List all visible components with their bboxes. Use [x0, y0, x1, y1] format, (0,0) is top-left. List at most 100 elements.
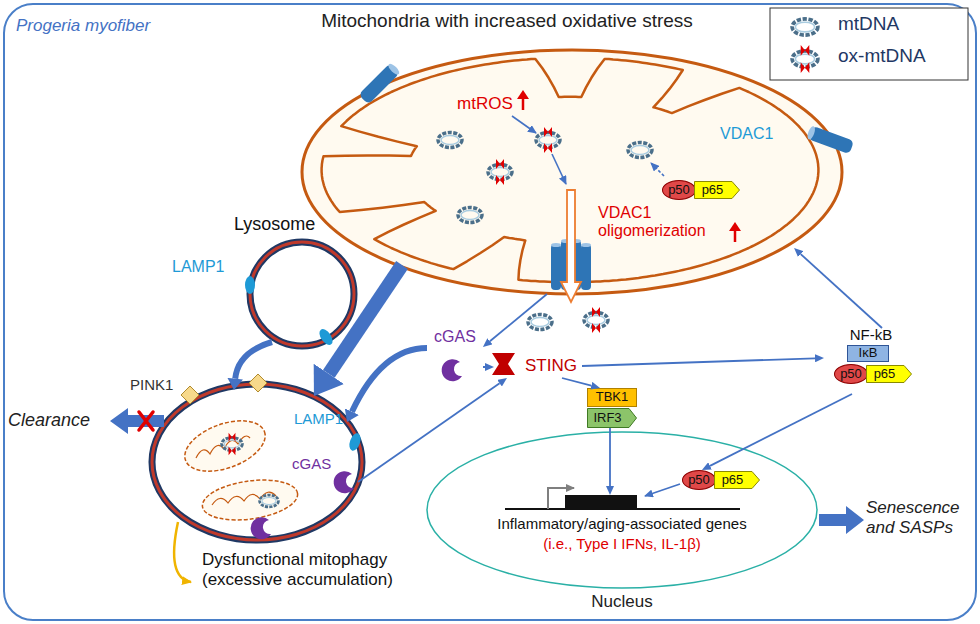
label-text: Senescence and SASPs — [866, 498, 972, 537]
node-text: Mitochondria with increased oxidative st… — [252, 10, 762, 32]
connector — [352, 348, 427, 412]
node-text: p50 — [668, 183, 690, 198]
nucleus: Nucleus Inflammatory/aging-associated gen… — [427, 432, 817, 614]
legend-swatch — [792, 19, 818, 35]
pink1-protein — [181, 386, 199, 404]
mtdna-icon — [458, 208, 482, 223]
p50-subunit: p50 — [662, 180, 696, 200]
ros-arrow — [512, 116, 536, 133]
gene-block — [565, 495, 637, 509]
promoter-arrow — [548, 488, 574, 509]
cgas-protein — [334, 471, 354, 493]
inner-membrane — [322, 59, 819, 282]
vdac1-pore — [551, 239, 591, 290]
lamp1-protein — [347, 432, 363, 452]
node-outline — [715, 472, 760, 489]
binding-arrow — [645, 484, 680, 496]
node-text: p50 — [688, 473, 710, 488]
engulfed-mitochondrion — [178, 411, 300, 526]
node-text: Inflammatory/aging-associated genes — [427, 515, 817, 532]
legend-box — [770, 8, 968, 80]
lysosome: Lysosome — [230, 214, 358, 348]
label-text: LAMP1 — [294, 410, 343, 427]
connector — [710, 394, 852, 466]
irf3-box: IRF3 — [587, 408, 637, 428]
node-outline — [588, 409, 637, 428]
cgas-protein — [251, 517, 271, 539]
node-text: Progeria myofiber — [16, 16, 150, 36]
release-arrow — [561, 190, 581, 302]
connector — [562, 378, 591, 386]
clearance-arrow — [110, 408, 164, 434]
ox-mtdna-icon — [536, 127, 560, 153]
node-text: Lysosome — [234, 214, 315, 235]
node-outline — [302, 50, 842, 294]
accumulation-arrow — [174, 522, 191, 582]
p50-subunit: p50 — [834, 364, 868, 384]
pink1-protein — [249, 374, 267, 392]
connector — [483, 366, 485, 368]
node-text: Nucleus — [427, 592, 817, 612]
sting-chevron — [492, 353, 515, 375]
node-text: STING — [525, 356, 577, 376]
increase-arrow — [517, 90, 529, 110]
cgas-protein — [442, 359, 462, 381]
node-shape — [230, 214, 358, 348]
ikb-box: IκB — [847, 345, 889, 362]
p65-subunit: p65 — [866, 365, 912, 383]
node-text: p65 — [722, 473, 744, 488]
node-outline — [695, 182, 740, 199]
lamp1-protein — [317, 327, 336, 347]
label-text: VDAC1 — [720, 125, 773, 143]
node-text: TBK1 — [596, 390, 629, 405]
label-text: LAMP1 — [172, 258, 224, 276]
vdac1-channel — [806, 125, 854, 154]
label-text: cGAS — [292, 455, 331, 472]
node-text: p65 — [702, 183, 724, 198]
node-text: Dysfunctional mitophagy (excessive accum… — [202, 550, 452, 589]
mtdna-icon — [260, 495, 279, 507]
connector — [358, 383, 500, 482]
node-text: IRF3 — [593, 411, 621, 426]
cgas-sensor: cGAS — [427, 328, 483, 386]
legend-text: ox-mtDNA — [838, 45, 926, 67]
ox-mtdna-icon — [488, 159, 512, 185]
ox-mtdna-icon — [222, 433, 243, 455]
node-text: (i.e., Type I IFNs, IL-1β) — [427, 535, 817, 552]
node-outline — [867, 366, 912, 383]
node-text: p50 — [840, 367, 862, 382]
tbk1-box: TBK1 — [587, 388, 637, 407]
mtdna-icon — [438, 133, 462, 148]
label-text: PINK1 — [130, 376, 173, 393]
blocked-mark — [139, 412, 153, 430]
cell-outline: Progeria myofiber Mitochondria with incre… — [3, 3, 977, 621]
dna-strand — [505, 508, 740, 510]
node-shape — [252, 10, 842, 294]
p50-subunit: p50 — [682, 470, 716, 490]
legend-swatch — [792, 45, 818, 73]
node-outline — [152, 384, 362, 540]
p65-subunit: p65 — [694, 181, 740, 199]
increase-arrow — [729, 222, 741, 242]
legend-text: mtDNA — [838, 13, 899, 35]
connector — [329, 265, 402, 374]
ox-arrow — [552, 154, 566, 184]
vdac1-channel — [358, 62, 400, 104]
sting-protein: STING — [494, 354, 582, 378]
label-text: Clearance — [8, 410, 90, 431]
inner-membrane — [322, 59, 819, 282]
node-text: mtROS — [457, 94, 513, 114]
node-text: p65 — [874, 367, 896, 382]
mtdna-icon — [628, 143, 652, 158]
connector — [582, 358, 815, 366]
p65-subunit: p65 — [714, 471, 760, 489]
lamp1-protein — [245, 276, 255, 294]
nfkb-dna-arrow — [651, 163, 664, 176]
mitochondrion: Mitochondria with increased oxidative st… — [252, 10, 842, 294]
connector — [490, 294, 547, 341]
connector — [609, 428, 611, 486]
node-text: IκB — [859, 346, 878, 361]
node-outline — [250, 242, 354, 346]
